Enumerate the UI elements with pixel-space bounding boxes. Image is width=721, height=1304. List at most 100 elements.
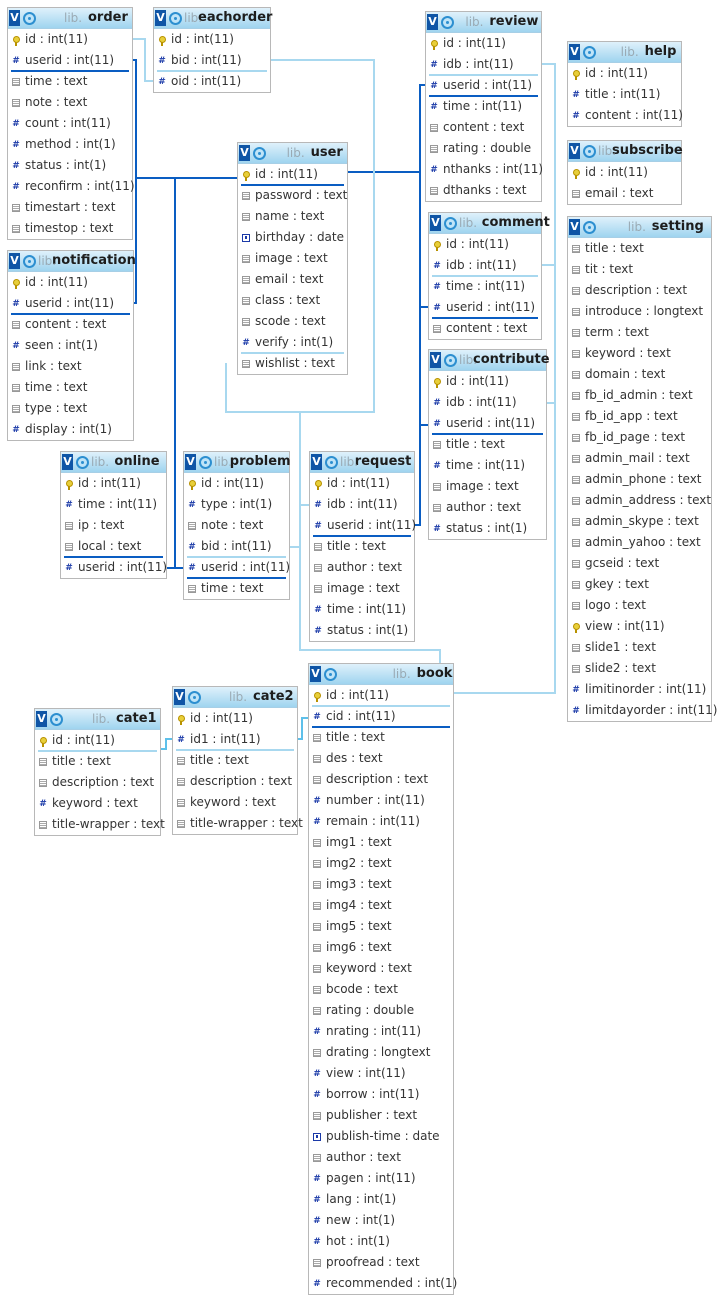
field-row[interactable]: email : text xyxy=(568,183,681,204)
field-row[interactable]: #status : int(1) xyxy=(8,155,132,176)
field-row[interactable]: #number : int(11) xyxy=(309,790,453,811)
field-row[interactable]: timestop : text xyxy=(8,218,132,239)
field-row[interactable]: #userid : int(11) xyxy=(8,293,133,314)
field-row[interactable]: #userid : int(11) xyxy=(426,75,541,96)
field-row[interactable]: drating : longtext xyxy=(309,1042,453,1063)
field-row[interactable]: #cid : int(11) xyxy=(309,706,453,727)
field-row[interactable]: #count : int(11) xyxy=(8,113,132,134)
field-row[interactable]: title : text xyxy=(309,727,453,748)
field-row[interactable]: term : text xyxy=(568,322,711,343)
field-row[interactable]: time : text xyxy=(8,71,132,92)
field-row[interactable]: #nrating : int(11) xyxy=(309,1021,453,1042)
collapse-toggle-icon[interactable]: V xyxy=(174,689,185,705)
field-row[interactable]: #nthanks : int(11) xyxy=(426,159,543,180)
field-row[interactable]: author : text xyxy=(309,1147,453,1168)
field-row[interactable]: #limitinorder : int(11) xyxy=(568,679,711,700)
field-row[interactable]: admin_yahoo : text xyxy=(568,532,711,553)
field-row[interactable]: #userid : int(11) xyxy=(61,557,167,578)
gear-icon[interactable] xyxy=(444,217,457,230)
field-row[interactable]: #pagen : int(11) xyxy=(309,1168,453,1189)
field-row[interactable]: title-wrapper : text xyxy=(35,814,165,835)
field-row[interactable]: #new : int(1) xyxy=(309,1210,453,1231)
field-row[interactable]: #userid : int(11) xyxy=(310,515,416,536)
collapse-toggle-icon[interactable]: V xyxy=(569,143,580,159)
field-row[interactable]: #oid : int(11) xyxy=(154,71,270,92)
field-row[interactable]: publish-time : date xyxy=(309,1126,453,1147)
field-row[interactable]: logo : text xyxy=(568,595,711,616)
collapse-toggle-icon[interactable]: V xyxy=(9,253,20,269)
gear-icon[interactable] xyxy=(583,46,596,59)
field-row[interactable]: class : text xyxy=(238,290,347,311)
field-row[interactable]: id : int(11) xyxy=(309,685,453,706)
field-row[interactable]: #verify : int(1) xyxy=(238,332,347,353)
field-row[interactable]: id : int(11) xyxy=(8,272,133,293)
field-row[interactable]: author : text xyxy=(310,557,414,578)
field-row[interactable]: image : text xyxy=(429,476,546,497)
collapse-toggle-icon[interactable]: V xyxy=(185,454,196,470)
field-row[interactable]: local : text xyxy=(61,536,166,557)
field-row[interactable]: bcode : text xyxy=(309,979,453,1000)
field-row[interactable]: #time : int(11) xyxy=(429,455,546,476)
gear-icon[interactable] xyxy=(169,12,182,25)
field-row[interactable]: #status : int(1) xyxy=(310,620,414,641)
field-row[interactable]: title : text xyxy=(429,434,546,455)
field-row[interactable]: img1 : text xyxy=(309,832,453,853)
field-row[interactable]: tit : text xyxy=(568,259,711,280)
field-row[interactable]: admin_skype : text xyxy=(568,511,711,532)
field-row[interactable]: gcseid : text xyxy=(568,553,711,574)
field-row[interactable]: description : text xyxy=(309,769,453,790)
gear-icon[interactable] xyxy=(23,12,36,25)
field-row[interactable]: img2 : text xyxy=(309,853,453,874)
field-row[interactable]: #time : int(11) xyxy=(426,96,541,117)
field-row[interactable]: id : int(11) xyxy=(568,63,681,84)
field-row[interactable]: author : text xyxy=(429,497,546,518)
field-row[interactable]: #time : int(11) xyxy=(310,599,414,620)
gear-icon[interactable] xyxy=(583,221,596,234)
collapse-toggle-icon[interactable]: V xyxy=(569,219,580,235)
field-row[interactable]: link : text xyxy=(8,356,133,377)
field-row[interactable]: #recommended : int(1) xyxy=(309,1273,457,1294)
field-row[interactable]: admin_mail : text xyxy=(568,448,711,469)
field-row[interactable]: content : text xyxy=(429,318,541,339)
gear-icon[interactable] xyxy=(199,456,212,469)
field-row[interactable]: #display : int(1) xyxy=(8,419,133,440)
collapse-toggle-icon[interactable]: V xyxy=(36,711,47,727)
field-row[interactable]: img6 : text xyxy=(309,937,453,958)
field-row[interactable]: keyword : text xyxy=(568,343,711,364)
field-row[interactable]: ip : text xyxy=(61,515,166,536)
field-row[interactable]: birthday : date xyxy=(238,227,347,248)
field-row[interactable]: #lang : int(1) xyxy=(309,1189,453,1210)
field-row[interactable]: img4 : text xyxy=(309,895,453,916)
collapse-toggle-icon[interactable]: V xyxy=(155,10,166,26)
field-row[interactable]: des : text xyxy=(309,748,453,769)
field-row[interactable]: scode : text xyxy=(238,311,347,332)
field-row[interactable]: #idb : int(11) xyxy=(429,255,541,276)
field-row[interactable]: content : text xyxy=(8,314,133,335)
field-row[interactable]: description : text xyxy=(568,280,711,301)
field-row[interactable]: id : int(11) xyxy=(426,33,541,54)
field-row[interactable]: #userid : int(11) xyxy=(429,413,546,434)
field-row[interactable]: title-wrapper : text xyxy=(173,813,303,834)
field-row[interactable]: description : text xyxy=(173,771,297,792)
collapse-toggle-icon[interactable]: V xyxy=(62,454,73,470)
field-row[interactable]: type : text xyxy=(8,398,133,419)
field-row[interactable]: #type : int(1) xyxy=(184,494,289,515)
field-row[interactable]: #userid : int(11) xyxy=(429,297,541,318)
gear-icon[interactable] xyxy=(325,456,338,469)
field-row[interactable]: slide2 : text xyxy=(568,658,711,679)
collapse-toggle-icon[interactable]: V xyxy=(430,352,441,368)
field-row[interactable]: #status : int(1) xyxy=(429,518,546,539)
